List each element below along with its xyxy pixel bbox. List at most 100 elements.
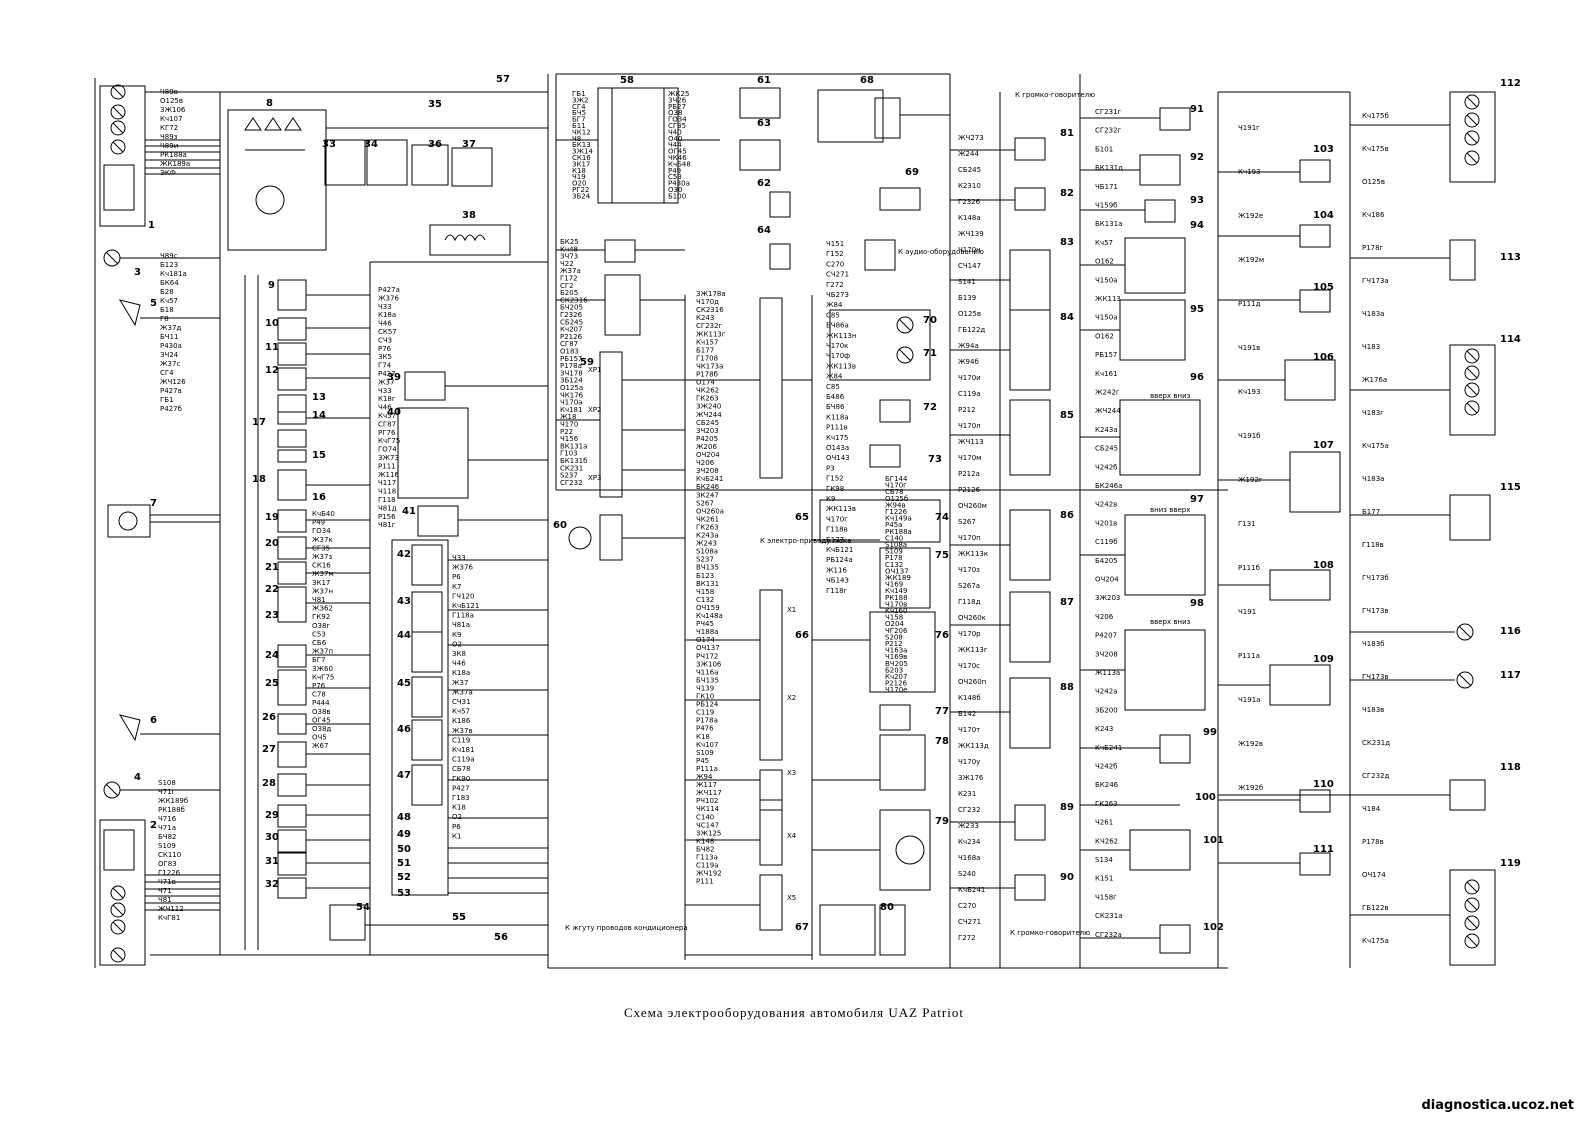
wire-label: БЧ205	[560, 304, 583, 312]
wire-label: ОГ45	[312, 716, 331, 724]
wire-label: Р212а	[958, 470, 980, 478]
wire-label: СК110	[158, 851, 181, 859]
wire-label: ЖЧ117	[696, 789, 722, 797]
wire-label: Кч193	[1238, 388, 1260, 396]
wire-label: ГК10	[696, 693, 714, 701]
component-number-93: 93	[1190, 195, 1204, 206]
wire-label: ЗЧ208	[1095, 650, 1118, 658]
connector-x3: Х3	[787, 769, 796, 777]
wire-label: ЖК113в	[826, 505, 856, 513]
component-8-generator	[227, 109, 548, 251]
wire-label: О30	[668, 186, 682, 194]
component-number-109: 109	[1313, 654, 1334, 665]
wire-label: С85	[826, 311, 840, 319]
wire-label: Ж113а	[1095, 669, 1120, 677]
wire-label: Кч160	[885, 607, 907, 615]
wire-label: ЖЧ192	[696, 870, 722, 878]
wire-label: БЧ86	[826, 403, 845, 411]
component-number-77: 77	[935, 706, 949, 717]
wire-label: S109	[158, 842, 176, 850]
wire-label: Р4205	[696, 435, 718, 443]
wire-label: ЖК113д	[958, 742, 989, 750]
wire-label: S141	[958, 278, 976, 286]
wire-label: ЖЗ62	[312, 605, 333, 613]
components-81-90	[950, 137, 1051, 901]
wire-label: Ж37в	[452, 727, 473, 735]
wire-label: Р476	[696, 725, 714, 733]
wire-label: Г172	[560, 275, 578, 283]
wire-label: Ч183а	[1362, 475, 1384, 483]
wire-label: Ж192м	[1238, 256, 1264, 264]
wire-label: Ч40	[668, 128, 682, 136]
wire-label: S134	[1095, 856, 1113, 864]
annotation-down-up-97: вниз вверх	[1150, 506, 1190, 514]
wire-label: СЧ147	[958, 262, 981, 270]
component-number-30: 30	[265, 832, 279, 843]
component-number-88: 88	[1060, 682, 1074, 693]
wire-label: Ч170п	[958, 534, 981, 542]
wire-label: БЧ5	[572, 109, 586, 117]
wire-label: Р6	[452, 823, 461, 831]
wire-label: О125в	[1362, 178, 1385, 186]
component-number-32: 32	[265, 879, 279, 890]
wire-label: Ж94в	[885, 501, 906, 509]
wire-label: Кч149а	[885, 515, 912, 523]
wire-label: БГ144	[885, 475, 908, 483]
component-number-102: 102	[1203, 922, 1224, 933]
wire-label: ЖЧ112	[158, 905, 184, 913]
component-number-22: 22	[265, 584, 279, 595]
component-number-68: 68	[860, 75, 874, 86]
wire-label: Б100	[668, 192, 686, 200]
component-number-94: 94	[1190, 220, 1204, 231]
wire-label: Ч139	[696, 685, 714, 693]
wire-label: ЗЧ203	[696, 427, 719, 435]
component-number-19: 19	[265, 512, 279, 523]
wire-label: Ч151	[826, 240, 844, 248]
wire-label: ОЧ137	[885, 567, 909, 575]
component-number-59: 59	[580, 357, 594, 368]
wire-label: Ч183	[1362, 343, 1380, 351]
wire-label: ГЧ120	[452, 592, 474, 600]
wire-label: Г118д	[958, 598, 981, 606]
wire-label: К231	[958, 790, 976, 798]
frame-lines	[94, 73, 1351, 969]
wire-label: Ч81	[158, 896, 172, 904]
wire-label: ЧК262	[696, 387, 719, 395]
wire-label: Ч242а	[1095, 688, 1117, 696]
wire-label: Г152	[826, 250, 844, 258]
wire-label: ВЧ135	[696, 564, 719, 572]
wire-label: Ч89з	[160, 133, 178, 141]
wire-label: Р178а	[560, 362, 582, 370]
component-number-38: 38	[462, 210, 476, 221]
wire-label: S237	[696, 556, 714, 564]
wire-label: Ж37п	[312, 648, 333, 656]
wire-label: К148	[696, 837, 714, 845]
component-number-103: 103	[1313, 144, 1334, 155]
wire-label: Ч170ф	[826, 352, 850, 360]
wire-label: ГЧ173в	[1362, 673, 1389, 681]
component-number-65: 65	[795, 512, 809, 523]
component-number-45: 45	[397, 678, 411, 689]
component-number-3: 3	[134, 267, 141, 278]
component-number-81: 81	[1060, 128, 1074, 139]
component-number-51: 51	[397, 858, 411, 869]
wire-label: Кч57	[452, 708, 470, 716]
wire-label: Г272	[826, 281, 844, 289]
wire-labels: Ч89вО125вЗЖ106Кч107КГ72Ч89зЧ89иРК188аЖК1…	[158, 88, 1390, 945]
wire-label: ЖЧ139	[958, 230, 984, 238]
wire-label: О162	[1095, 258, 1114, 266]
wire-label: Г8	[160, 315, 169, 323]
wire-label: К148б	[958, 694, 981, 702]
wire-label: СГ232а	[1095, 931, 1122, 939]
wire-label: Ч19	[572, 173, 586, 181]
wire-label: Р6	[452, 573, 461, 581]
wire-label: Р22	[560, 428, 573, 436]
component-number-36: 36	[428, 139, 442, 150]
wire-label: Р427	[378, 370, 396, 378]
wire-label: О125в	[958, 310, 981, 318]
annotations: К громко-говорителю К аудио-оборудованию…	[565, 91, 1191, 937]
component-number-42: 42	[397, 549, 411, 560]
wire-label: Кч175в	[1362, 145, 1389, 153]
wire-label: Б177	[826, 536, 844, 544]
wire-label: Ч33	[378, 303, 392, 311]
